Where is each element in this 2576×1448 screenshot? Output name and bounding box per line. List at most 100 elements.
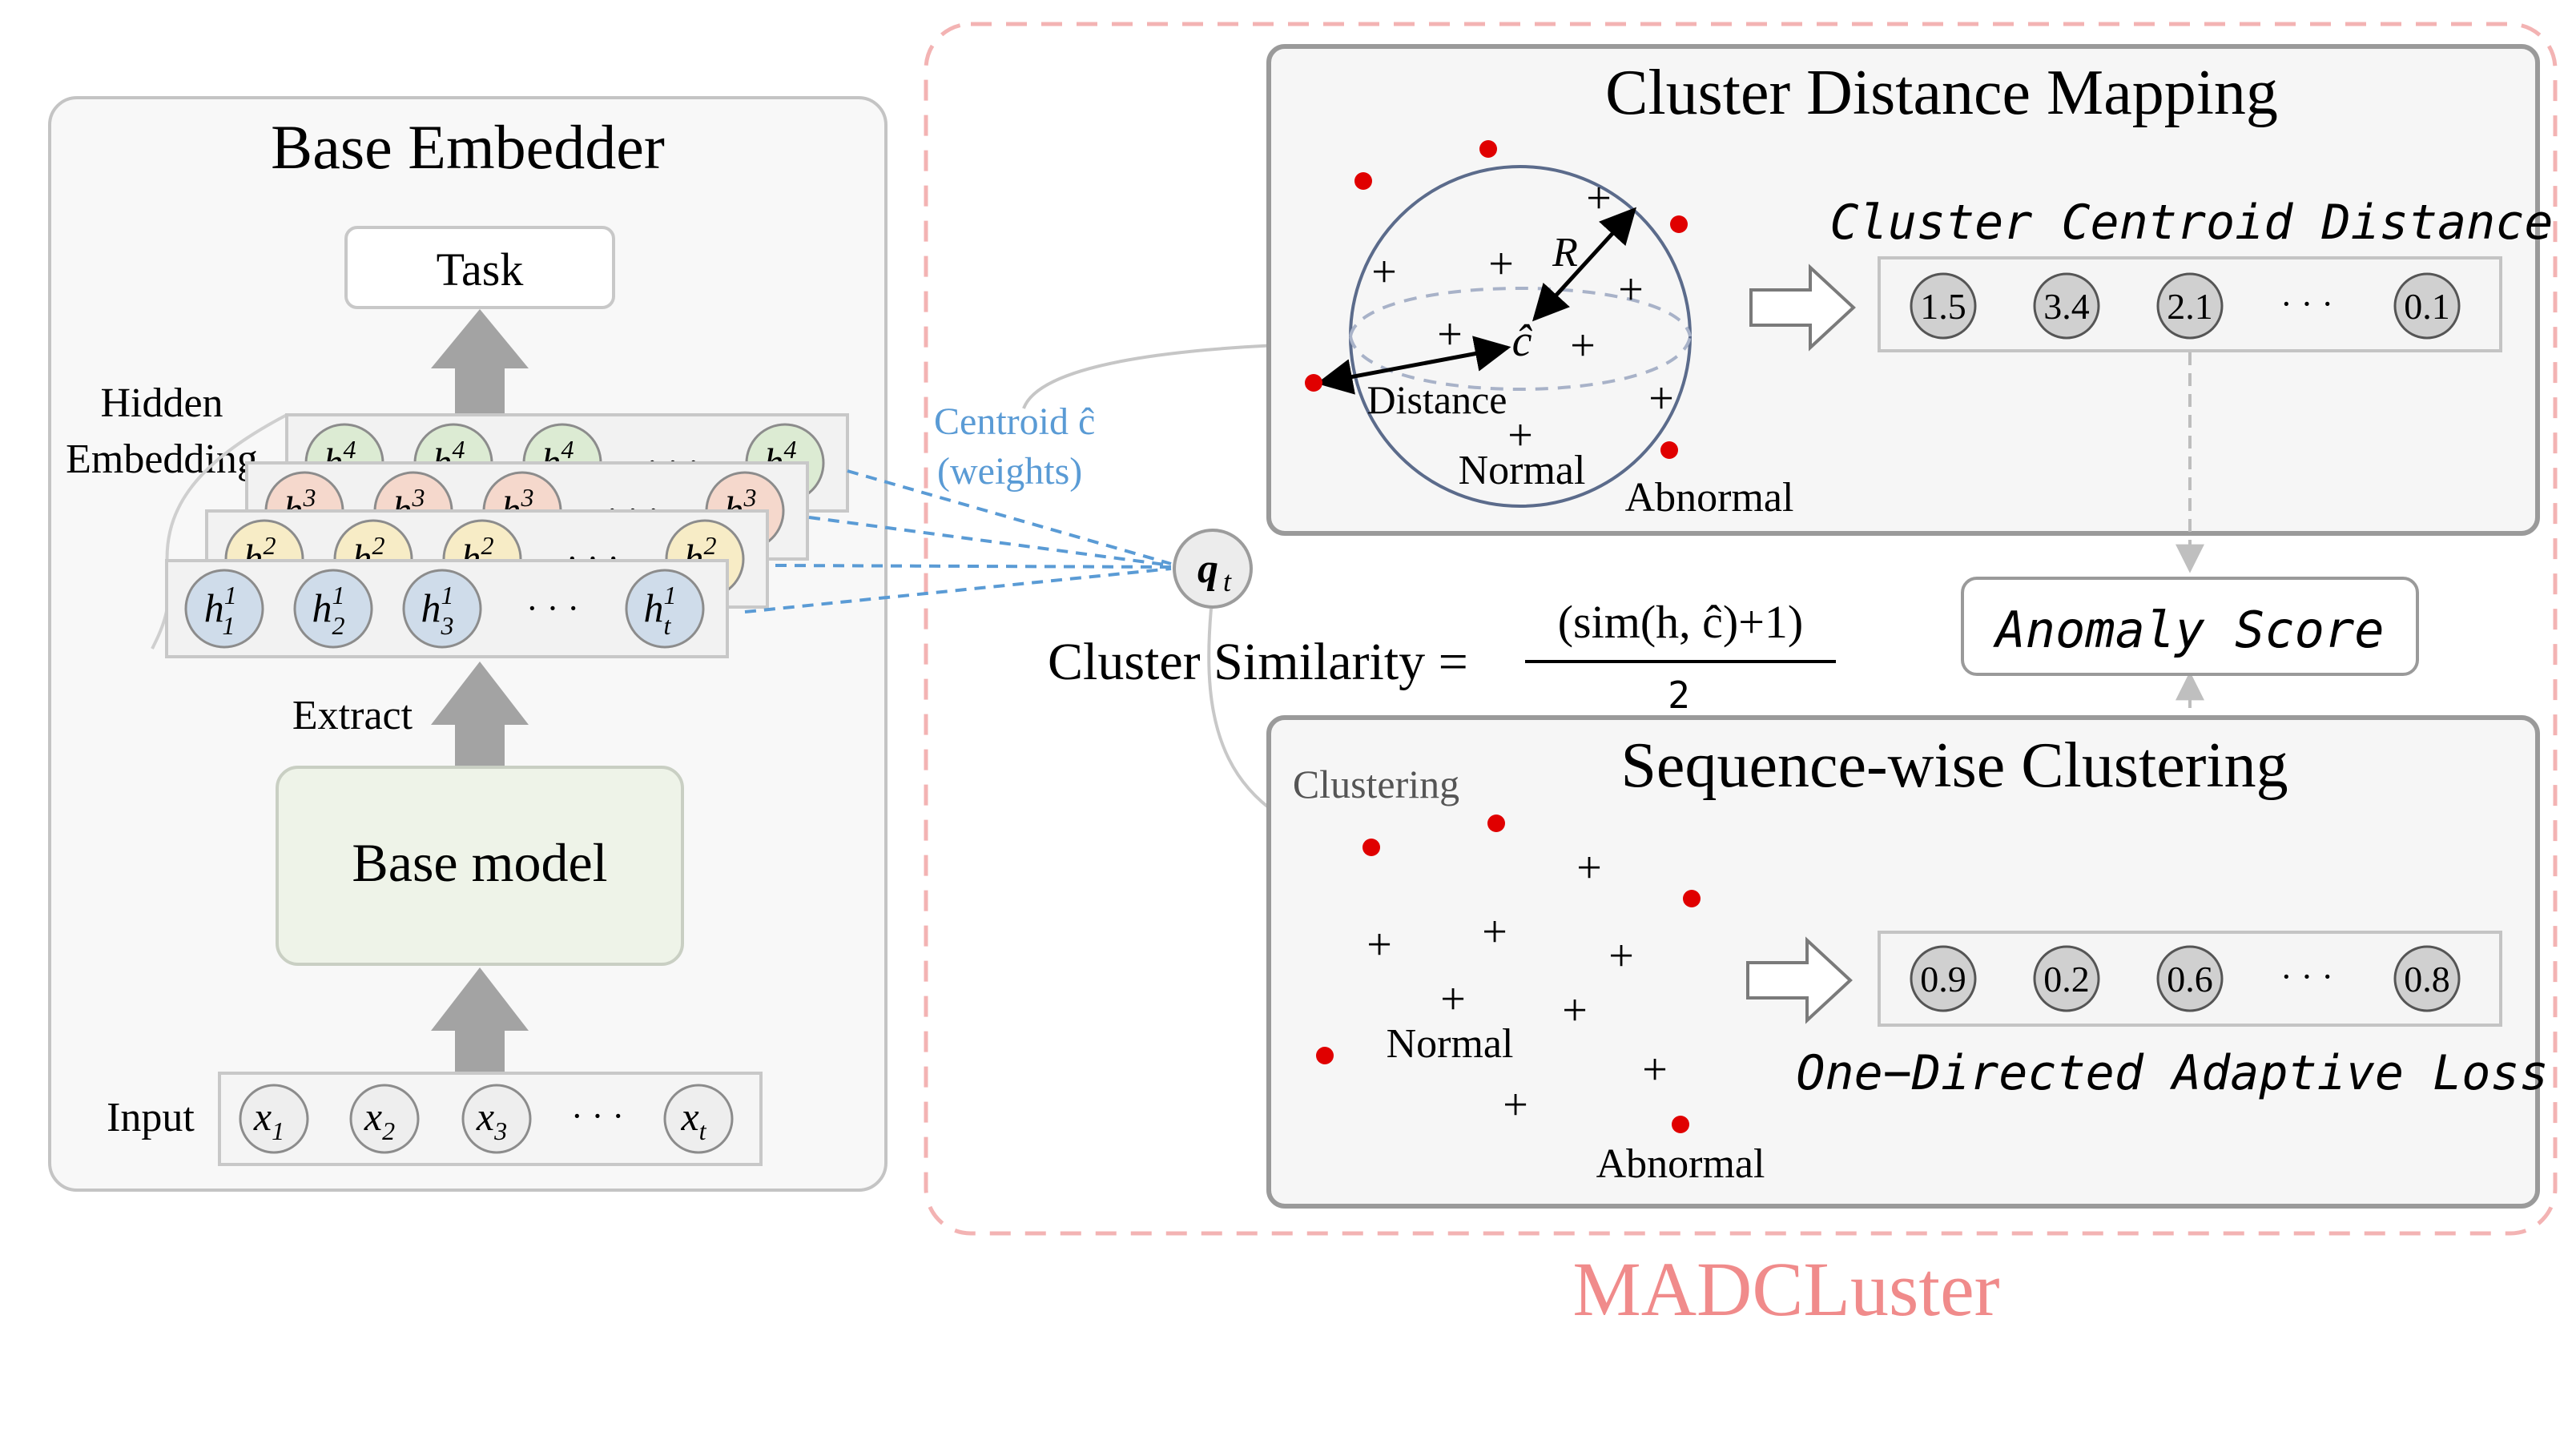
cdm-title: Cluster Distance Mapping (1605, 58, 2278, 128)
value-label: 1.5 (1920, 286, 1966, 327)
radius-label: R (1552, 230, 1578, 276)
cluster-similarity-denominator: 2 (1668, 674, 1690, 717)
hidden-node-sup: 3 (303, 483, 316, 512)
value-ellipsis: · · · (2280, 284, 2333, 324)
normal-point: + (1507, 411, 1533, 461)
swc-abnormal-label: Abnormal (1596, 1141, 1765, 1187)
input-token (461, 1084, 532, 1154)
abnormal-point (1487, 814, 1505, 832)
input-token-sub: 2 (382, 1116, 395, 1145)
value-circle (2033, 945, 2100, 1012)
cdm-points: ++++++++ (1305, 140, 1688, 461)
input-token (663, 1084, 734, 1154)
value-label: 0.9 (1920, 959, 1966, 1000)
normal-point: + (1488, 239, 1514, 289)
centroid-label-line1: Centroid ĉ (934, 400, 1095, 443)
normal-point: + (1482, 907, 1507, 957)
arrow-extract (431, 662, 529, 767)
hidden-node-sup: 1 (224, 581, 235, 609)
value-circle (2156, 272, 2224, 340)
hidden-label-line1: Hidden (100, 380, 223, 426)
hidden-node-sup: 3 (521, 483, 534, 512)
abnormal-point (1670, 215, 1688, 233)
arrow-to-task (431, 309, 529, 416)
value-label: 2.1 (2167, 286, 2213, 327)
input-ellipsis: · · · (571, 1096, 624, 1136)
normal-point: + (1618, 265, 1644, 315)
value-label: 0.6 (2167, 959, 2213, 1000)
hidden-node-sup: 3 (412, 483, 425, 512)
normal-point: + (1586, 174, 1612, 223)
value-circle (2393, 945, 2461, 1012)
weight-lines (744, 469, 1172, 613)
value-label: 0.1 (2404, 286, 2450, 327)
weight-line-2 (775, 564, 1172, 569)
base-model-box (276, 766, 684, 966)
input-token-label: xt (680, 1094, 706, 1145)
hidden-label-line2: Embedding (66, 436, 258, 482)
cluster-similarity-numerator: (sim(h, ĉ)+1) (1558, 596, 1804, 648)
madcluster-title: MADCLuster (1572, 1246, 1999, 1332)
value-label: 3.4 (2043, 286, 2090, 327)
hidden-node-sup: 1 (332, 581, 345, 609)
hidden-brace (151, 413, 288, 650)
anomaly-score-label: Anomaly Score (1992, 601, 2384, 659)
hidden-node-sub: t (664, 611, 672, 640)
hidden-node-sup: 1 (441, 581, 454, 609)
input-token-sub: 1 (272, 1116, 284, 1145)
hidden-node (184, 569, 264, 649)
normal-point: + (1642, 1045, 1668, 1095)
abnormal-point (1660, 441, 1678, 459)
cdm-values: 1.5 3.4 2.1 0.1 · · · (1910, 272, 2461, 340)
arrow-from-input (431, 967, 529, 1073)
hidden-node-sup: 4 (784, 435, 797, 464)
task-box (344, 226, 615, 309)
clustering-label: Clustering (1293, 762, 1459, 806)
weight-line-3 (808, 516, 1172, 567)
value-label: 0.2 (2043, 959, 2090, 1000)
base-embedder-title: Base Embedder (271, 112, 665, 182)
hidden-node (402, 569, 482, 649)
value-circle (2033, 272, 2100, 340)
input-token-sub: t (699, 1116, 707, 1145)
normal-point: + (1371, 247, 1397, 297)
abnormal-point (1479, 140, 1497, 158)
cdm-normal-label: Normal (1459, 448, 1586, 493)
hidden-node-sup: 4 (344, 435, 356, 464)
normal-point: + (1437, 310, 1463, 360)
hidden-node (293, 569, 373, 649)
hidden-node (625, 569, 705, 649)
distance-label: Distance (1367, 377, 1507, 422)
hidden-node-sub: 3 (441, 611, 454, 640)
abnormal-point (1362, 839, 1380, 856)
abnormal-point (1672, 1116, 1689, 1133)
value-circle (2393, 272, 2461, 340)
cdm-hollow-arrow (1749, 263, 1856, 352)
layer-ellipsis: · · · (526, 589, 579, 628)
swc-result-title: One−Directed Adaptive Loss (1796, 1045, 2548, 1101)
value-ellipsis: · · · (2280, 957, 2333, 996)
hidden-node-sup: 2 (481, 531, 494, 560)
cluster-similarity-lhs: Cluster Similarity = (1048, 633, 1468, 691)
base-model-label: Base model (352, 832, 607, 893)
normal-point: + (1440, 975, 1466, 1024)
anomaly-score-box (1961, 577, 2419, 676)
qt-main: q (1197, 546, 1218, 592)
extract-label: Extract (292, 693, 413, 738)
weight-line-1 (744, 567, 1172, 613)
normal-point: + (1576, 843, 1602, 893)
hidden-node-sup: 3 (743, 483, 757, 512)
distance-arrow (1316, 336, 1511, 395)
normal-point: + (1366, 920, 1392, 970)
hidden-node-sup: 4 (561, 435, 574, 464)
normal-point: + (1570, 321, 1596, 371)
cdm-abnormal-label: Abnormal (1625, 475, 1794, 521)
normal-point: + (1608, 931, 1634, 981)
qt-node (1173, 529, 1253, 609)
madcluster-region (924, 22, 2558, 1236)
